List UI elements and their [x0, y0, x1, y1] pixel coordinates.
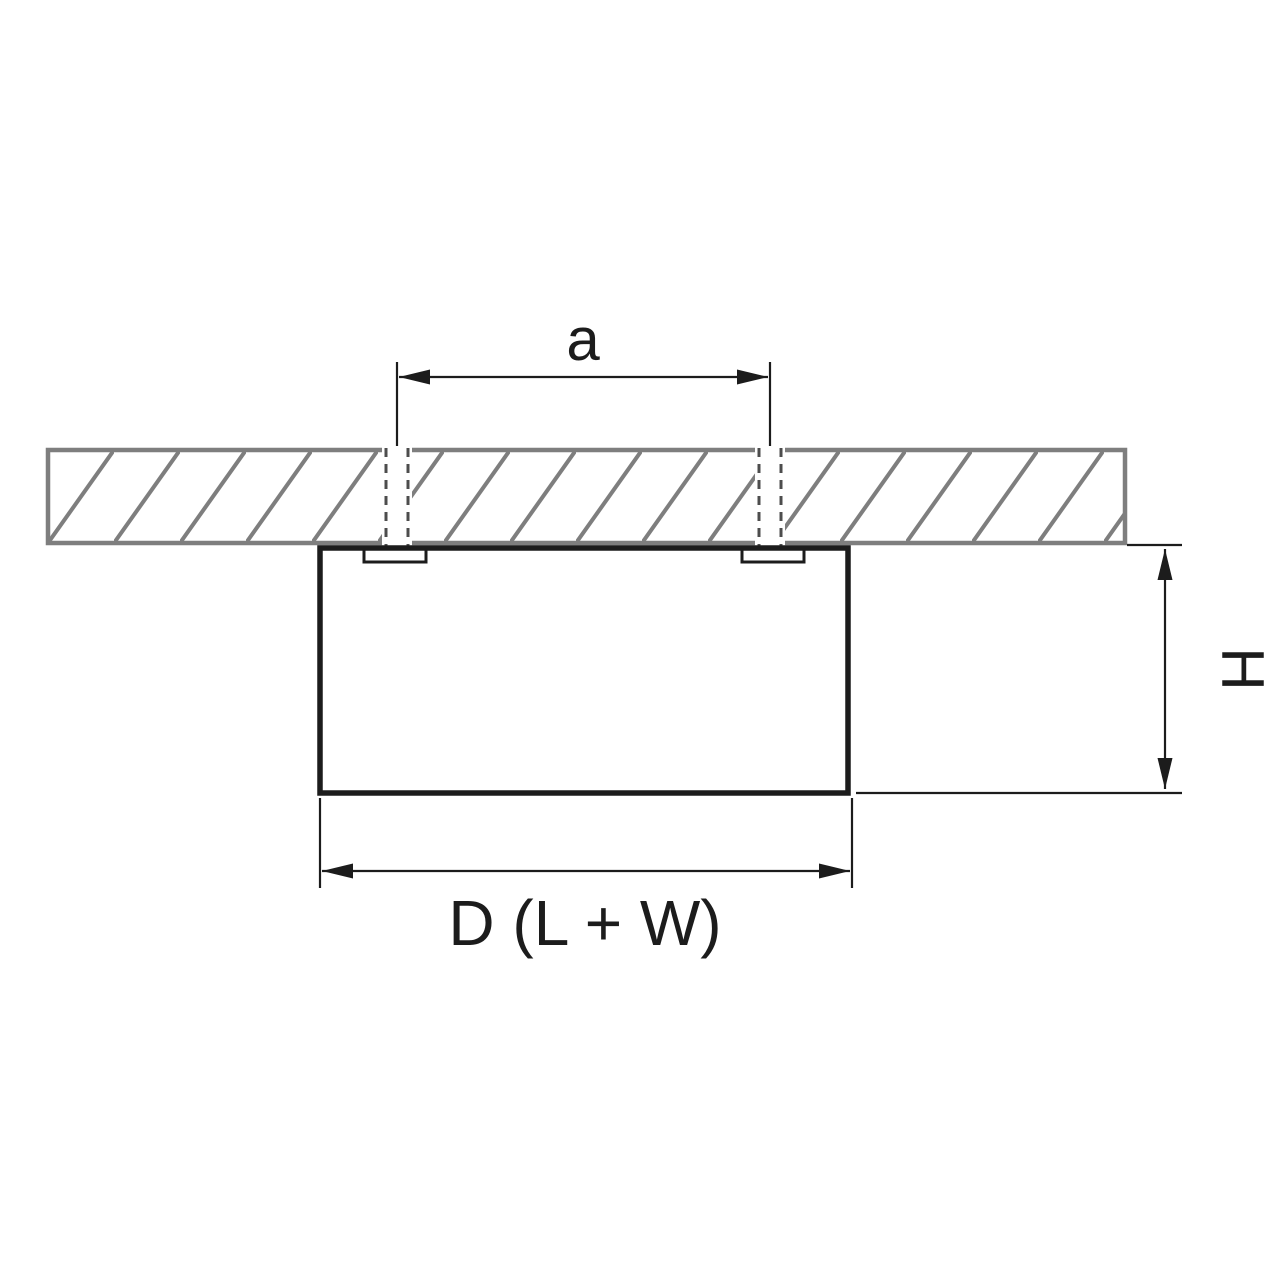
dim-h-arrow-top-icon — [1157, 549, 1173, 580]
mounting-clip-right — [740, 550, 806, 564]
mounting-clip-left — [362, 550, 428, 564]
dim-d-label: D (L + W) — [448, 887, 721, 959]
mounting-hole-right — [755, 446, 785, 547]
dim-a-arrow-left-icon — [399, 369, 430, 385]
dimension-a: a — [395, 306, 772, 446]
mounting-hole-left — [382, 446, 412, 547]
dim-d-arrow-right-icon — [819, 863, 850, 879]
dim-a-label: a — [566, 306, 600, 373]
dim-h-label: H — [1209, 647, 1276, 690]
dimension-h: H — [856, 543, 1276, 795]
fixture-body — [317, 545, 851, 796]
dim-a-arrow-right-icon — [737, 369, 768, 385]
ceiling-slab — [45, 447, 1128, 546]
dim-h-arrow-bottom-icon — [1157, 758, 1173, 789]
dim-d-arrow-left-icon — [322, 863, 353, 879]
dimension-d: D (L + W) — [318, 798, 854, 959]
